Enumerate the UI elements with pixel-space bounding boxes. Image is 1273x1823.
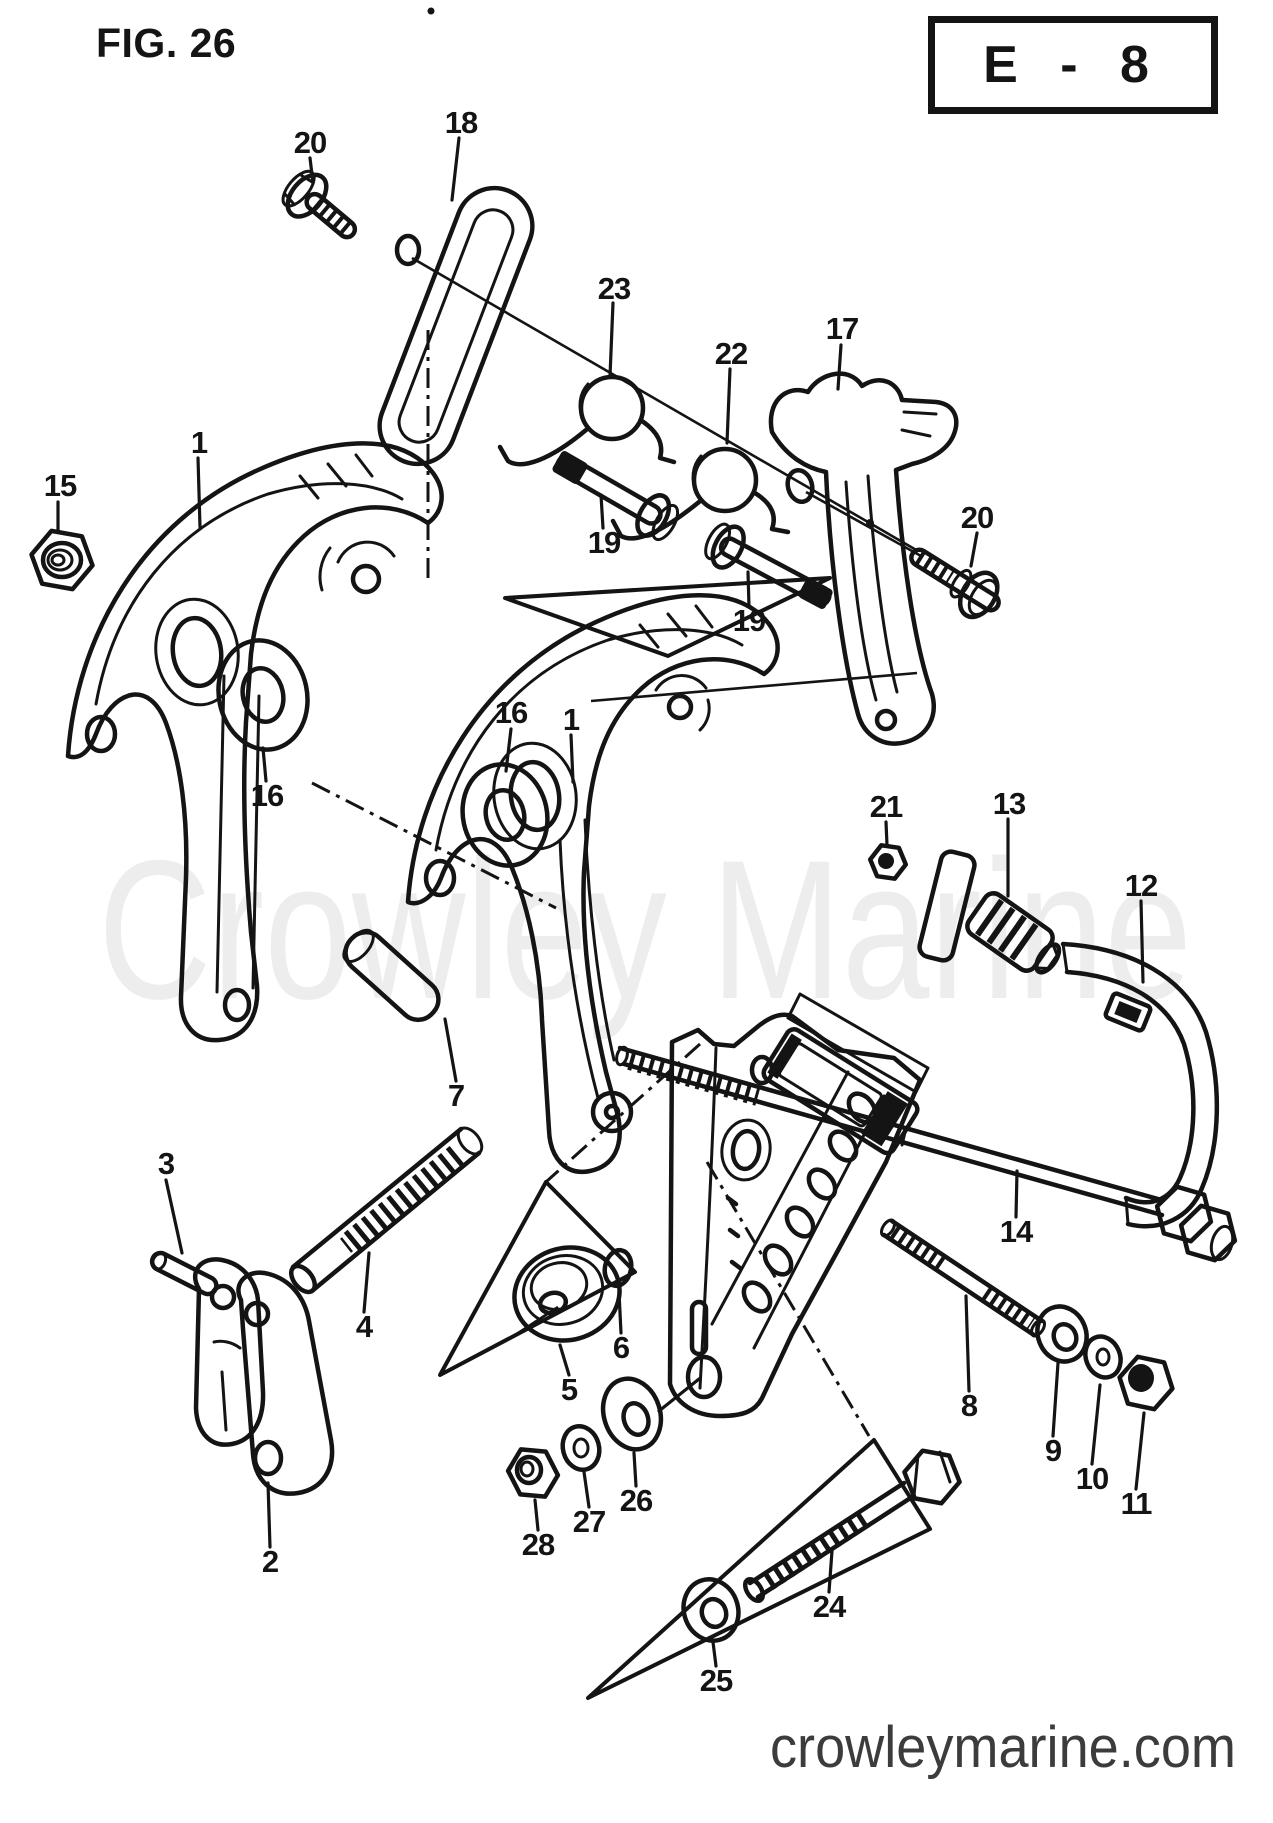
clevis-bracket-2	[192, 1257, 335, 1496]
nut-11	[1117, 1354, 1175, 1412]
washer-26	[600, 1376, 664, 1452]
callout-16-left: 16	[250, 778, 284, 813]
callout-leader-lines	[56, 136, 1146, 1668]
callout-25: 25	[699, 1663, 733, 1698]
link-plate-18	[377, 185, 535, 467]
bolt-19-right	[704, 522, 833, 609]
clamp-bracket-right	[405, 593, 780, 1175]
callout-9: 9	[1044, 1433, 1062, 1468]
watermark-text: Crowley Marine	[98, 819, 1192, 1040]
stud-4	[289, 1126, 484, 1295]
grease-fitting-13	[917, 849, 1062, 975]
callout-23: 23	[597, 271, 631, 306]
callout-5: 5	[560, 1372, 578, 1407]
stern-bracket	[667, 992, 930, 1419]
lock-washer-27	[560, 1423, 602, 1473]
callout-21: 21	[869, 789, 903, 824]
callout-18: 18	[444, 105, 478, 140]
callout-1-left: 1	[190, 425, 208, 460]
callout-26: 26	[619, 1483, 653, 1518]
washer-25	[681, 1577, 741, 1643]
link-plate-17	[768, 371, 959, 746]
callout-15: 15	[43, 468, 77, 503]
callout-20-upper-left: 20	[293, 125, 327, 160]
callout-1-right: 1	[562, 702, 580, 737]
bolt-19-left	[552, 451, 680, 542]
stud-8	[879, 1218, 1047, 1338]
tube-12	[1060, 941, 1220, 1229]
callout-3: 3	[157, 1146, 175, 1181]
clamp-bracket-left	[65, 441, 444, 1043]
callout-2: 2	[261, 1544, 279, 1579]
callout-12: 12	[1124, 868, 1158, 903]
callout-20-right: 20	[960, 500, 994, 535]
nut-21	[867, 843, 909, 881]
grid-reference-box: E - 8	[928, 16, 1218, 114]
callout-24: 24	[812, 1589, 846, 1624]
washer-9	[1035, 1304, 1089, 1364]
callout-8: 8	[960, 1388, 978, 1423]
spring-23	[497, 374, 677, 467]
figure-label: FIG. 26	[96, 20, 237, 66]
callout-16-right: 16	[494, 695, 528, 730]
callout-11: 11	[1120, 1486, 1153, 1521]
bolt-14	[615, 1045, 1238, 1263]
website-text: crowleymarine.com	[770, 1715, 1236, 1780]
callout-17: 17	[825, 311, 859, 346]
pivot-pin	[342, 928, 441, 1023]
bolt-20-right	[909, 547, 1001, 620]
lock-washer-10	[1083, 1334, 1123, 1380]
callout-6: 6	[612, 1330, 630, 1365]
washer-16-left	[216, 638, 310, 752]
callout-22: 22	[714, 336, 748, 371]
o-ring-6	[602, 1247, 634, 1289]
pin-3	[149, 1250, 219, 1297]
nut-15	[29, 528, 95, 592]
nut-28	[505, 1447, 561, 1499]
callout-14: 14	[999, 1214, 1033, 1249]
callout-28: 28	[521, 1527, 555, 1562]
callout-19-left: 19	[587, 525, 621, 560]
callout-13: 13	[992, 786, 1026, 821]
callout-10: 10	[1075, 1461, 1109, 1496]
callout-7: 7	[447, 1078, 465, 1113]
callout-19-right: 19	[732, 603, 766, 638]
bolt-24	[742, 1448, 962, 1604]
grid-reference-label: E - 8	[983, 36, 1163, 94]
washer-16-right	[460, 762, 550, 868]
bushing-5	[511, 1245, 622, 1343]
bolt-20-left	[281, 169, 358, 240]
callout-27: 27	[572, 1504, 606, 1539]
callout-4: 4	[355, 1309, 373, 1344]
